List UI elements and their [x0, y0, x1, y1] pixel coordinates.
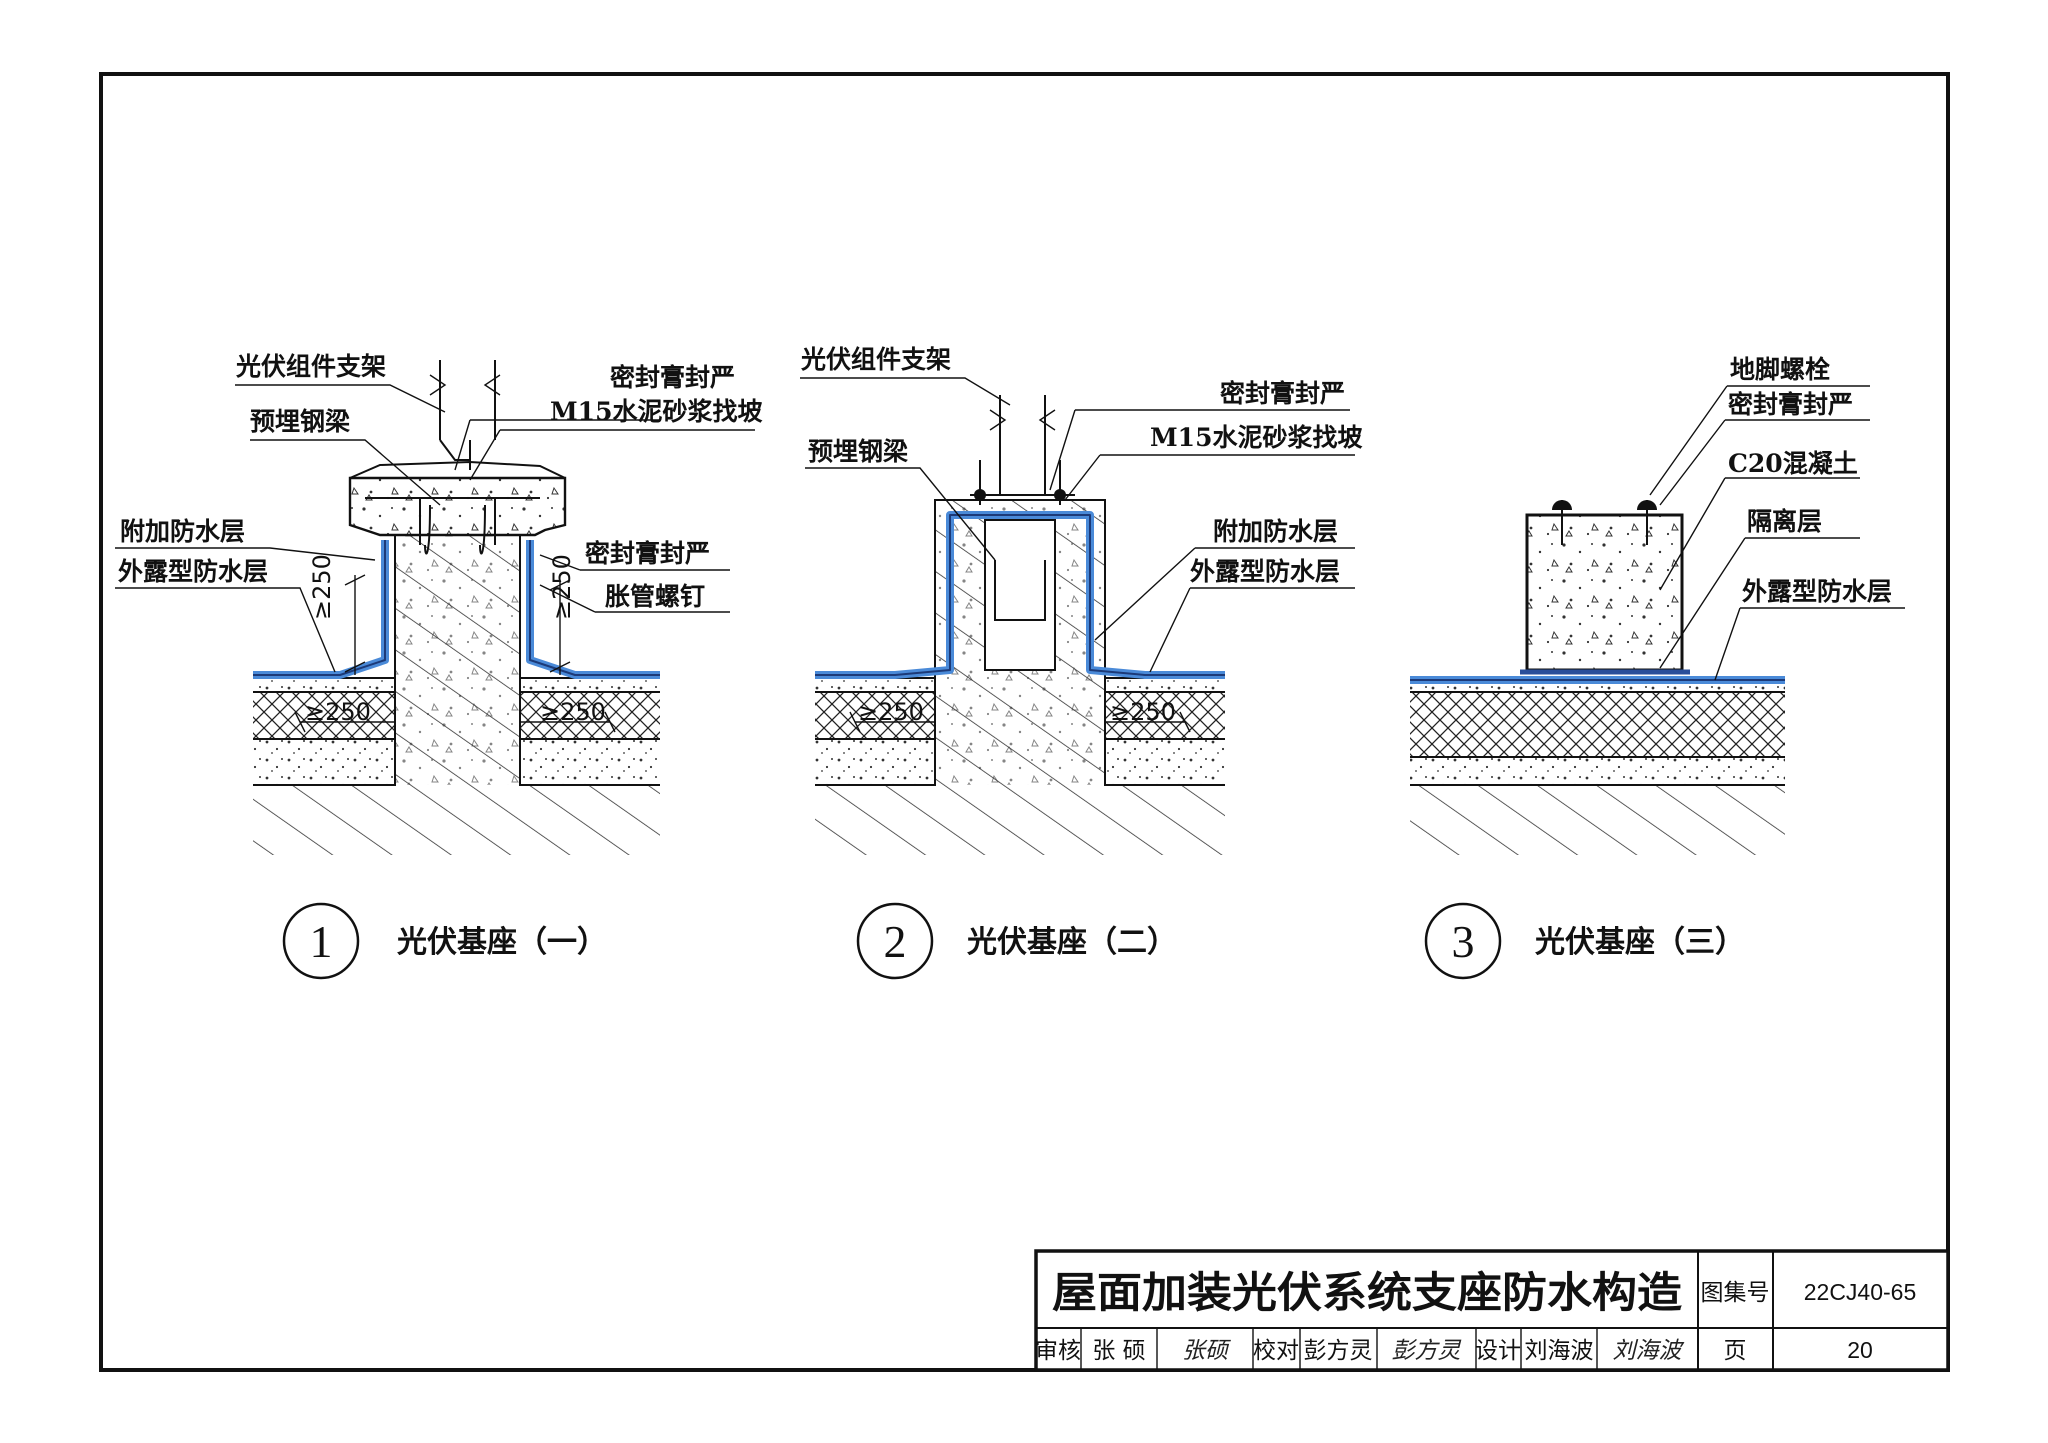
screed-layer: [1410, 757, 1785, 785]
mortar-layer: [253, 678, 395, 692]
dim-width-left: ≥250: [858, 698, 924, 726]
embedded-beam: [365, 497, 540, 555]
detail-3: 地脚螺栓 密封膏封严 C20混凝土 隔离层 外露型防水层 3 光伏基座（三）: [1410, 355, 1905, 980]
pedestal-cap: [348, 476, 567, 537]
main-title: 屋面加装光伏系统支座防水构造: [1052, 1268, 1682, 1317]
concrete-block: [1525, 513, 1684, 672]
detail-number-circle: [856, 902, 934, 980]
review-label: 审核: [1035, 1338, 1081, 1364]
dim-width-left: ≥250: [305, 698, 371, 726]
label-bracket: 光伏组件支架: [235, 352, 386, 381]
structure-hatch: [253, 785, 660, 855]
label-anchor-bolt: 地脚螺栓: [1730, 355, 1830, 384]
label-sealant-top: 密封膏封严: [610, 363, 735, 392]
label-concrete: C20混凝土: [1728, 449, 1858, 478]
page-label: 页: [1724, 1338, 1747, 1364]
page-number: 20: [1847, 1337, 1873, 1363]
label-additional-layer: 附加防水层: [1213, 517, 1338, 546]
dim-height-left: ≥250: [308, 554, 336, 620]
detail-1: ≥250 ≥250 ≥250 ≥250 光伏组件支架 预埋钢梁 密封膏封严 M1…: [115, 352, 762, 980]
structure-hatch: [1410, 785, 1785, 855]
label-bolt: 胀管螺钉: [605, 582, 705, 611]
label-exposed-layer: 外露型防水层: [118, 557, 268, 586]
label-bracket: 光伏组件支架: [800, 345, 951, 374]
checker-name: 彭方灵: [1304, 1338, 1373, 1364]
dim-width-right: ≥250: [540, 698, 606, 726]
insulation-layer: [1410, 692, 1785, 757]
dim-height-right: ≥250: [548, 554, 576, 620]
structure-hatch: [815, 785, 1225, 855]
atlas-label: 图集号: [1701, 1280, 1770, 1306]
label-beam: 预埋钢梁: [250, 407, 350, 436]
label-exposed-layer: 外露型防水层: [1190, 557, 1340, 586]
label-isolation: 隔离层: [1747, 507, 1822, 536]
designer-name: 刘海波: [1525, 1338, 1594, 1364]
dim-width-right: ≥250: [1110, 698, 1176, 726]
detail-number-circle: [1424, 902, 1502, 980]
detail-title: 光伏基座（三）: [1535, 925, 1745, 960]
label-exposed-layer: 外露型防水层: [1742, 577, 1892, 606]
insulation-layer: [253, 692, 395, 739]
detail-title: 光伏基座（二）: [967, 925, 1177, 960]
design-label: 设计: [1475, 1338, 1521, 1364]
bracket-post: [439, 360, 496, 470]
detail-number-circle: [282, 902, 360, 980]
sheet-border: [99, 72, 1950, 1372]
mortar-layer: [1410, 685, 1785, 692]
detail-title: 光伏基座（一）: [397, 925, 607, 960]
designer-signature: 刘海波: [1613, 1338, 1685, 1364]
label-mortar: M15水泥砂浆找坡: [1150, 423, 1362, 452]
screed-layer: [253, 739, 395, 785]
checker-signature: 彭方灵: [1392, 1338, 1462, 1364]
reviewer-name: 张 硕: [1092, 1338, 1145, 1364]
embedded-beam: [984, 519, 1056, 671]
atlas-number: 22CJ40-65: [1804, 1279, 1917, 1305]
label-beam: 预埋钢梁: [808, 437, 908, 466]
label-sealant-top: 密封膏封严: [1728, 390, 1853, 419]
label-mortar: M15水泥砂浆找坡: [550, 397, 762, 426]
label-additional-layer: 附加防水层: [120, 517, 245, 546]
check-label: 校对: [1253, 1338, 1299, 1364]
detail-number: 3: [1452, 916, 1475, 967]
detail-2: ≥250 ≥250 光伏组件支架 密封膏封严 M15水泥砂浆找坡 预埋钢梁 附加…: [800, 345, 1362, 980]
reviewer-signature: 张硕: [1182, 1338, 1231, 1364]
label-sealant-side: 密封膏封严: [585, 539, 710, 568]
detail-number: 2: [884, 916, 907, 967]
label-sealant-top: 密封膏封严: [1220, 379, 1345, 408]
detail-number: 1: [310, 916, 333, 967]
title-block: 屋面加装光伏系统支座防水构造 图集号 22CJ40-65 审核 张 硕 张硕 校…: [1034, 1249, 1950, 1372]
